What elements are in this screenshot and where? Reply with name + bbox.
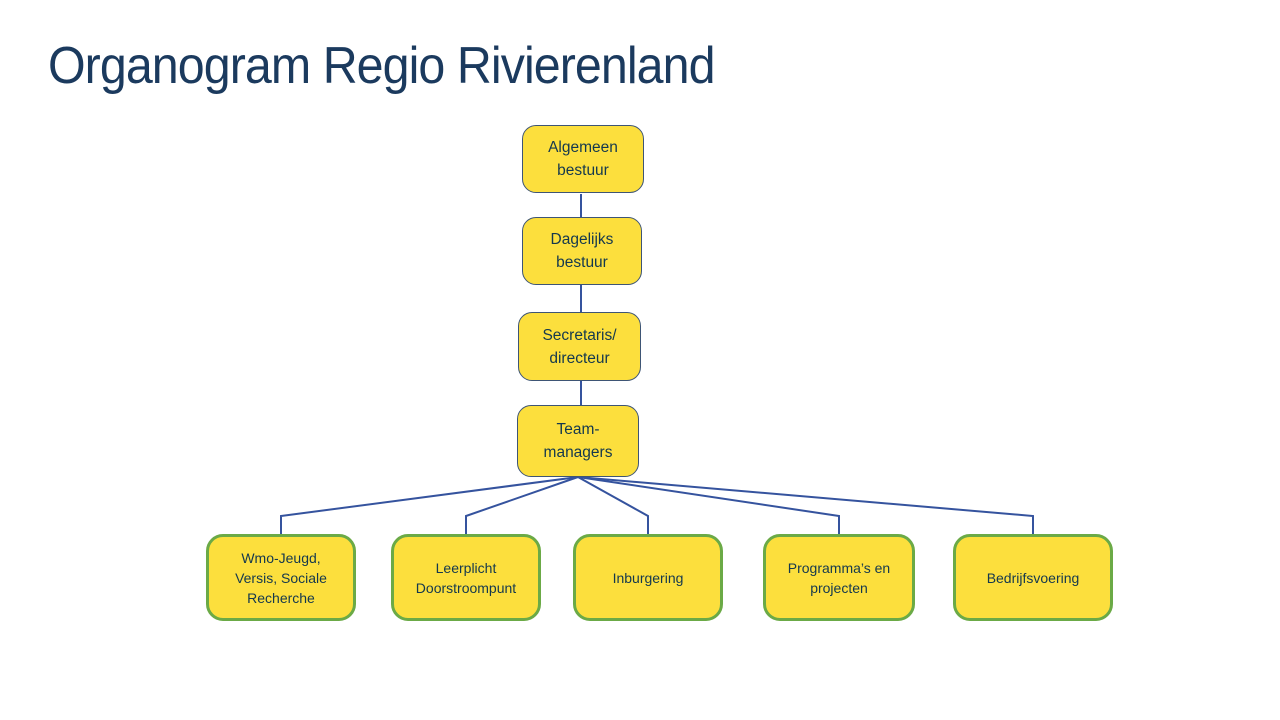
connector-team-programmas [577, 476, 840, 536]
org-node-label: Secretaris/ directeur [542, 326, 617, 367]
org-node-label: Leerplicht Doorstroompunt [415, 559, 517, 596]
org-node-bedrijfsvoering: Bedrijfsvoering [953, 534, 1113, 621]
connector-team-wmo [280, 476, 579, 536]
org-node-teammanagers: Team- managers [517, 405, 639, 477]
org-node-wmo-jeugd-versis-sociale-recherche: Wmo-Jeugd, Versis, Sociale Recherche [206, 534, 356, 621]
connector-team-leerplicht [465, 476, 579, 536]
org-node-label: Wmo-Jeugd, Versis, Sociale Recherche [235, 549, 327, 606]
org-node-algemeen-bestuur: Algemeen bestuur [522, 125, 644, 193]
org-node-label: Inburgering [612, 569, 684, 586]
org-node-inburgering: Inburgering [573, 534, 723, 621]
page-title: Organogram Regio Rivierenland [48, 37, 715, 95]
org-node-dagelijks-bestuur: Dagelijks bestuur [522, 217, 642, 285]
org-node-leerplicht-doorstroompunt: Leerplicht Doorstroompunt [391, 534, 541, 621]
org-node-label: Bedrijfsvoering [986, 569, 1080, 586]
org-node-programmas-en-projecten: Programma’s en projecten [763, 534, 915, 621]
org-node-secretaris-directeur: Secretaris/ directeur [518, 312, 641, 381]
org-node-label: Algemeen bestuur [548, 139, 618, 179]
org-node-label: Programma’s en projecten [787, 559, 891, 596]
connector-team-bedrijfsvoering [577, 476, 1034, 536]
org-node-label: Dagelijks bestuur [550, 231, 614, 271]
org-node-label: Team- managers [543, 421, 613, 461]
connector-team-inburgering [577, 476, 649, 536]
